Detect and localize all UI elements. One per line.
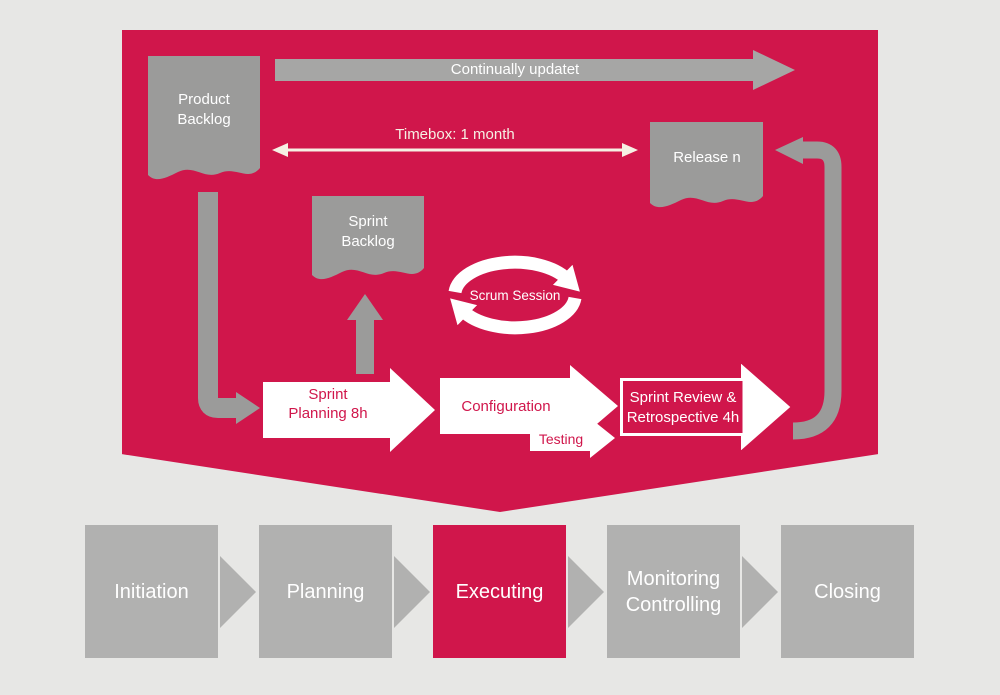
release-label: Release n (673, 149, 741, 166)
sprint-planning-label: Sprint Planning 8h (288, 386, 368, 422)
configuration-label: Configuration (461, 398, 551, 415)
testing-arrow (530, 418, 616, 463)
continually-update-arrow-icon (275, 50, 795, 95)
phase-planning: Planning (259, 525, 392, 658)
phase-chevron-icon (742, 556, 778, 628)
sprint-review-arrow (620, 363, 792, 455)
phase-initiation: Initiation (85, 525, 218, 658)
product-backlog-shape (148, 56, 260, 197)
timebox-label: Timebox: 1 month (395, 126, 515, 143)
review-to-release-arrow-icon (765, 135, 855, 445)
scrum-session-loop-icon (435, 245, 595, 350)
product-backlog-label: Product Backlog (177, 91, 231, 128)
phase-closing: Closing (781, 525, 914, 658)
sprint-backlog-shape (312, 196, 424, 295)
sprint-planning-arrow (263, 368, 437, 457)
continually-update-label: Continually updatet (450, 61, 580, 78)
phase-chevron-icon (220, 556, 256, 628)
phase-chevron-icon (394, 556, 430, 628)
timebox-arrow-icon (270, 142, 640, 163)
phase-monitoring-controlling: Monitoring Controlling (607, 525, 740, 658)
planning-to-sprint-backlog-arrow-icon (347, 294, 383, 379)
phase-executing: Executing (433, 525, 566, 658)
phase-chevron-icon (568, 556, 604, 628)
release-shape (650, 122, 763, 223)
scrum-session-label: Scrum Session (469, 288, 561, 303)
sprint-review-label: Sprint Review & Retrospective 4h (626, 389, 740, 426)
backlog-to-planning-arrow-icon (188, 192, 268, 437)
sprint-backlog-label: Sprint Backlog (341, 213, 395, 250)
testing-label: Testing (538, 431, 584, 447)
